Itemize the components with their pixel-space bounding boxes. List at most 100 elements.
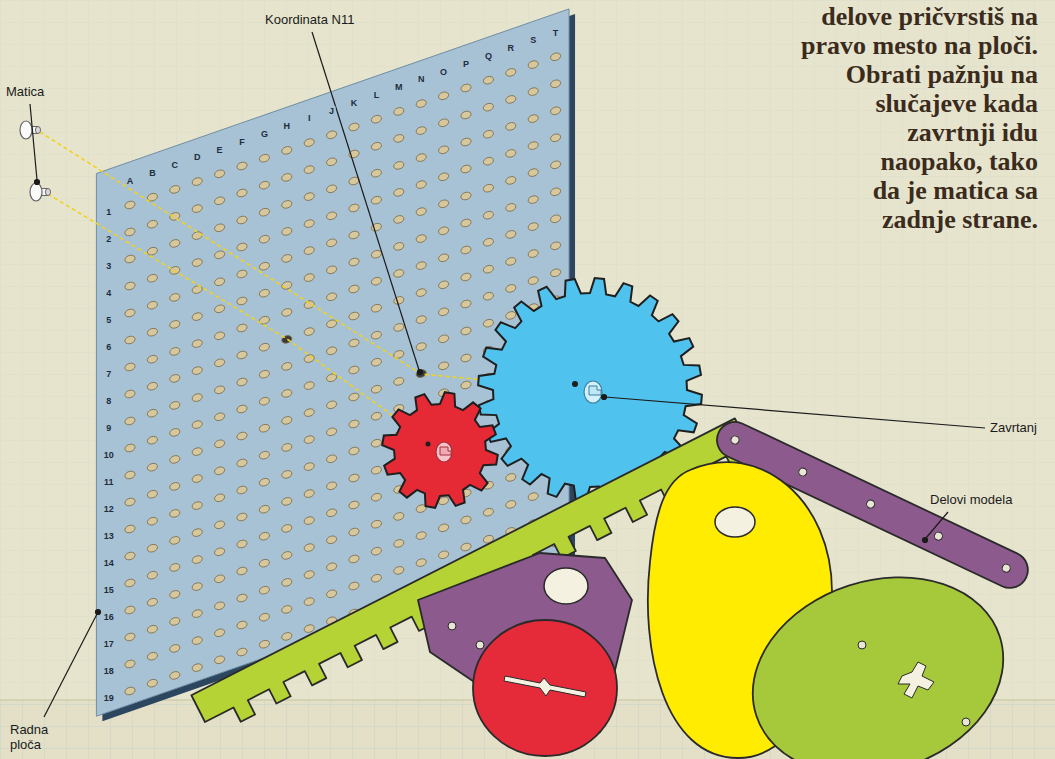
board-hole: [393, 268, 405, 278]
board-hole: [236, 188, 248, 198]
board-hole: [236, 620, 248, 630]
board-hole: [124, 335, 136, 345]
board-hole: [303, 461, 315, 471]
board-hole: [169, 643, 181, 653]
board-hole: [169, 400, 181, 410]
board-hole: [169, 292, 181, 302]
board-hole: [281, 550, 293, 560]
board-hole: [550, 214, 562, 224]
board-hole: [527, 491, 539, 501]
leader-line: [44, 614, 97, 717]
board-hole: [393, 376, 405, 386]
board-hole: [214, 574, 226, 584]
board-hole: [326, 346, 338, 356]
board-hole: [258, 207, 270, 217]
board-hole: [505, 499, 517, 509]
leader-line: [605, 397, 985, 428]
board-hole: [460, 326, 472, 336]
leader-lines: [30, 32, 985, 717]
board-hole: [214, 358, 226, 368]
board-hole: [281, 172, 293, 182]
board-hole: [146, 354, 158, 364]
leader-dot: [418, 370, 423, 375]
board-hole: [348, 446, 360, 456]
board-hole: [281, 604, 293, 614]
board-hole: [348, 257, 360, 267]
board-hole: [146, 570, 158, 580]
board-hole: [326, 589, 338, 599]
board-hole: [191, 608, 203, 618]
board-hole: [303, 380, 315, 390]
board-hole: [258, 585, 270, 595]
disk-hole: [962, 718, 970, 726]
board-hole: [281, 253, 293, 263]
disk-slot: [504, 676, 586, 697]
board-hole: [236, 215, 248, 225]
board-hole: [169, 562, 181, 572]
board-hole: [258, 450, 270, 460]
board-hole: [348, 230, 360, 240]
board-hole: [550, 160, 562, 170]
board-hole: [393, 106, 405, 116]
board-hole: [258, 153, 270, 163]
board-hole: [281, 145, 293, 155]
board-hole: [214, 547, 226, 557]
board-hole: [146, 597, 158, 607]
board-hole: [236, 242, 248, 252]
board-hole: [505, 472, 517, 482]
board-hole: [370, 141, 382, 151]
board-hole: [326, 130, 338, 140]
board-hole: [326, 427, 338, 437]
board-hole: [146, 381, 158, 391]
board-hole: [303, 434, 315, 444]
board-hole: [393, 214, 405, 224]
board-hole: [303, 407, 315, 417]
column-letter: H: [283, 121, 292, 131]
board-hole: [348, 365, 360, 375]
board-hole: [527, 248, 539, 258]
board-hole: [191, 419, 203, 429]
board-hole: [258, 369, 270, 379]
board-hole: [482, 291, 494, 301]
leader-line: [926, 512, 948, 538]
board-hole: [146, 516, 158, 526]
column-letter: K: [350, 98, 359, 108]
board-hole: [124, 470, 136, 480]
board-hole: [482, 237, 494, 247]
board-hole: [393, 241, 405, 251]
text-shape: [700, 2, 1038, 205]
strip-hole: [1001, 563, 1012, 574]
board-hole: [550, 52, 562, 62]
screw-icon: [436, 442, 452, 462]
board-hole: [236, 323, 248, 333]
row-number: 18: [103, 666, 115, 676]
row-number: 15: [103, 585, 115, 595]
screw-head: [584, 381, 602, 403]
row-number: 1: [105, 207, 112, 217]
board-hole: [438, 199, 450, 209]
strip-hole: [865, 499, 876, 510]
board-hole: [370, 357, 382, 367]
board-hole: [393, 511, 405, 521]
leader-dot: [35, 180, 40, 185]
board-hole: [303, 488, 315, 498]
board-hole: [146, 219, 158, 229]
board-hole: [281, 280, 293, 290]
board-hole: [191, 203, 203, 213]
board-hole: [124, 632, 136, 642]
board-hole: [303, 542, 315, 552]
screw-slot: [440, 447, 451, 455]
callout-label: Koordinata N11: [265, 12, 354, 28]
board-hole: [146, 462, 158, 472]
board-hole: [236, 161, 248, 171]
green-disk: [727, 546, 1029, 759]
board-hole: [415, 314, 427, 324]
board-hole: [258, 315, 270, 325]
board-hole: [415, 152, 427, 162]
board-hole: [348, 392, 360, 402]
disk-hole: [858, 641, 866, 649]
board-hole: [505, 175, 517, 185]
board-hole: [281, 361, 293, 371]
plate-hole: [476, 641, 484, 649]
board-hole: [236, 566, 248, 576]
